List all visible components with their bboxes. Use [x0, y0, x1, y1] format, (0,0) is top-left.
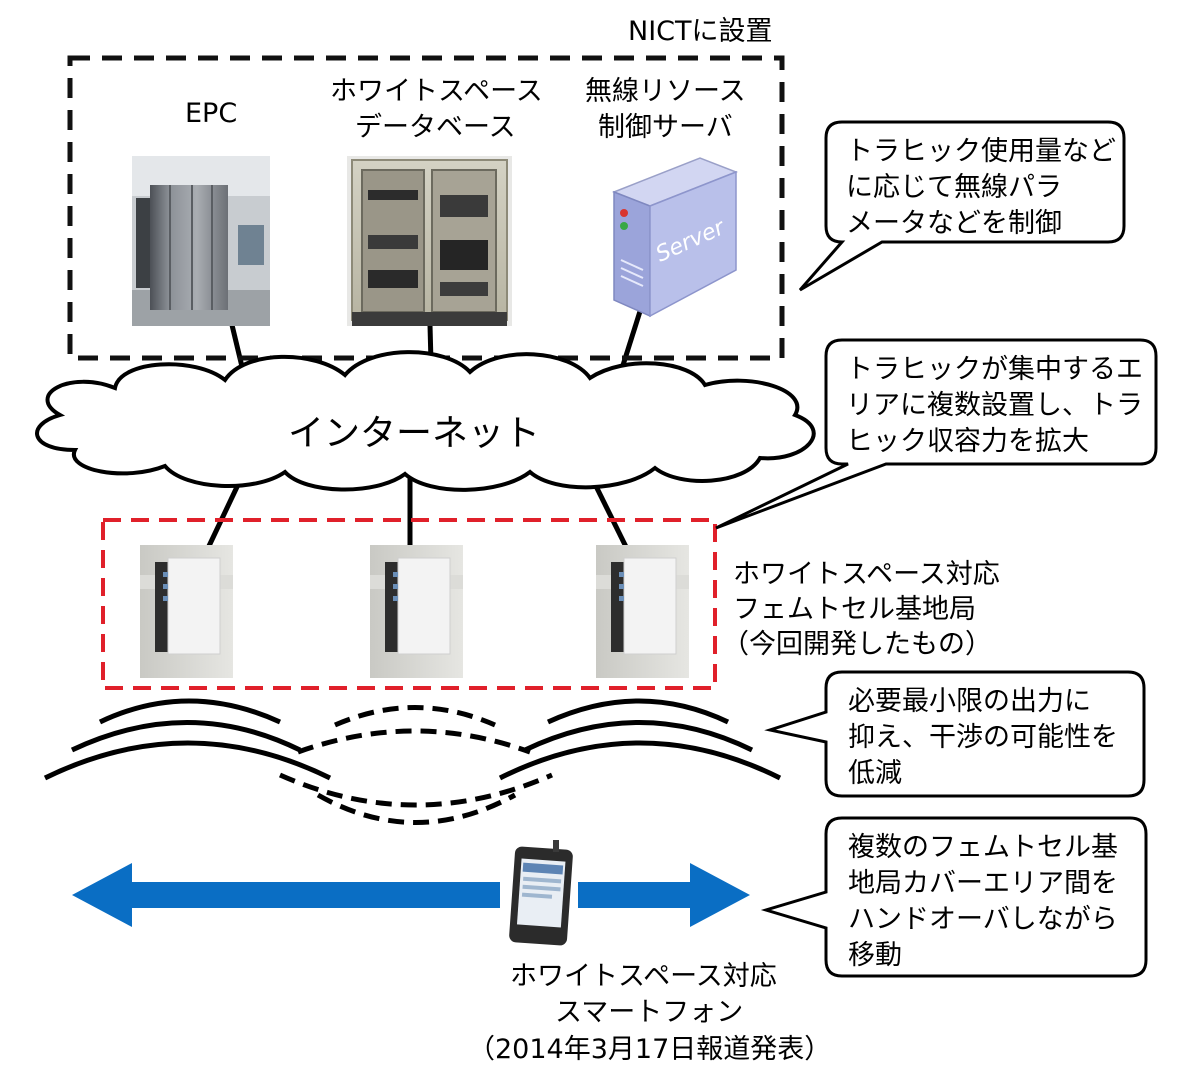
femtocell-unit-3: [596, 545, 689, 678]
callout-handover: 複数のフェムトセル基 地局カバーエリア間を ハンドオーバしながら 移動: [760, 816, 1148, 978]
internet-label: インターネット: [288, 413, 540, 454]
nict-box: [67, 55, 785, 361]
smartphone-label-3: （2014年3月17日報道発表）: [468, 1034, 831, 1065]
callout-4-line-3: ハンドオーバしながら: [848, 904, 1118, 935]
callout-1-line-3: メータなどを制御: [846, 208, 1062, 239]
callout-4-line-4: 移動: [848, 940, 902, 971]
femtocell-label-1: ホワイトスペース対応: [733, 559, 1000, 590]
wave-left-3: [43, 740, 332, 781]
epc-label: EPC: [185, 98, 237, 129]
radio-waves: [43, 698, 782, 825]
callout-minimum-power: 必要最小限の出力に 抑え、干渉の可能性を 低減: [764, 670, 1146, 798]
whitespace-db-label-2: データベース: [355, 112, 516, 143]
callout-4-line-2: 地局カバーエリア間を: [848, 868, 1118, 899]
wave-left-2: [70, 720, 302, 753]
wave-center-4: [316, 792, 517, 825]
callout-3-line-2: 抑え、干渉の可能性を: [848, 722, 1118, 753]
callout-1-line-2: に応じて無線パラ: [846, 172, 1062, 203]
callout-1-line-1: トラヒック使用量など: [846, 136, 1116, 167]
smartphone-label-1: ホワイトスペース対応: [510, 961, 777, 992]
femtocell-unit-1: [140, 545, 233, 678]
wave-center-3: [278, 772, 554, 808]
callout-3-line-3: 低減: [848, 758, 902, 789]
callout-2-line-3: ヒック収容力を拡大: [846, 426, 1089, 457]
wave-center-2: [297, 728, 531, 755]
wave-right-1: [546, 698, 730, 725]
server-icon: Server: [611, 157, 739, 318]
whitespace-db-label-1: ホワイトスペース: [330, 76, 543, 107]
callout-4-line-1: 複数のフェムトセル基: [848, 832, 1118, 863]
internet-cloud: [35, 350, 816, 492]
wave-center-1: [333, 705, 497, 728]
smartphone-image: [509, 840, 573, 946]
femtocell-unit-2: [370, 545, 463, 678]
arrow-right: [578, 863, 750, 927]
callout-3-line-1: 必要最小限の出力に: [848, 686, 1091, 717]
nict-label: NICTに設置: [628, 16, 773, 47]
wave-right-3: [498, 740, 782, 781]
femtocell-label-2: フェムトセル基地局: [733, 594, 976, 625]
callout-traffic-capacity: トラヒックが集中するエ リアに複数設置し、トラ ヒック収容力を拡大: [715, 338, 1158, 530]
radio-server-label-2: 制御サーバ: [598, 112, 733, 143]
epc-image: [132, 156, 270, 326]
wave-left-1: [98, 698, 282, 725]
whitespace-db-image: [347, 156, 512, 326]
wave-right-2: [523, 720, 754, 753]
smartphone-label-2: スマートフォン: [555, 997, 743, 1028]
movement-arrow: [72, 863, 750, 927]
callout-traffic-control: トラヒック使用量など に応じて無線パラ メータなどを制御: [798, 120, 1126, 292]
arrow-left: [72, 863, 500, 927]
femtocell-label-3: （今回開発したもの）: [722, 629, 992, 660]
callout-2-line-2: リアに複数設置し、トラ: [846, 390, 1143, 421]
radio-server-label-1: 無線リソース: [585, 76, 746, 107]
callout-2-line-1: トラヒックが集中するエ: [846, 354, 1143, 385]
